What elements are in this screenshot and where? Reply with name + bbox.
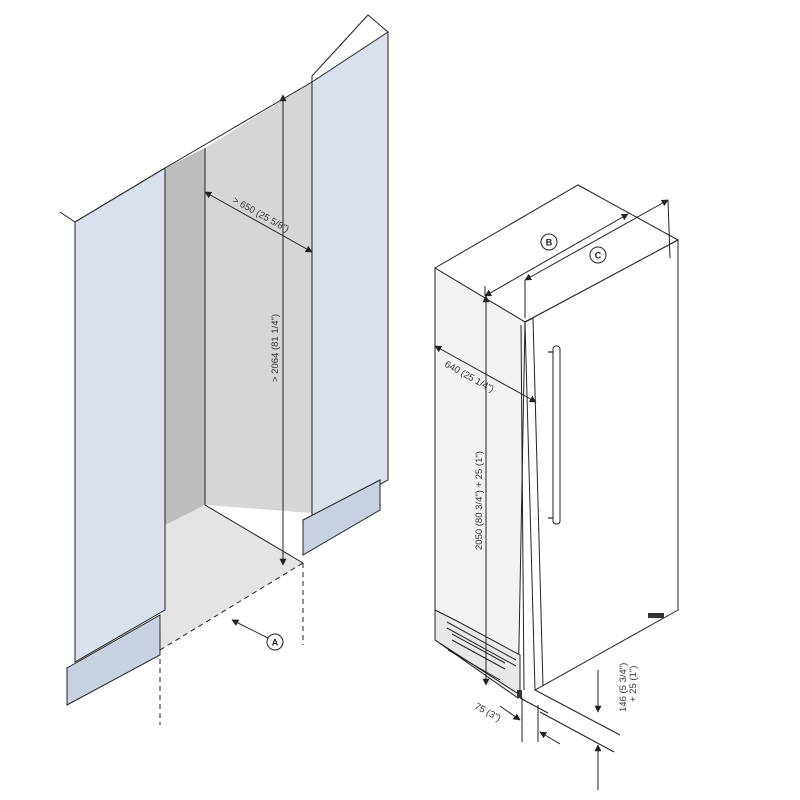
callout-c-circle bbox=[589, 246, 607, 264]
niche-floor bbox=[160, 505, 303, 650]
niche-width-dimension-line bbox=[204, 191, 313, 253]
niche-floor-line bbox=[204, 504, 304, 564]
height-label: 2050 (80 3/4") + 25 (1") bbox=[474, 451, 485, 550]
setback-label: 75 (3") bbox=[473, 701, 503, 724]
left-cabinet-top bbox=[59, 167, 166, 223]
callout-b-label: B bbox=[546, 238, 553, 248]
door-handle-icon bbox=[548, 345, 561, 525]
right-cabinet-plinth bbox=[302, 479, 381, 556]
callout-a-arrow bbox=[231, 619, 269, 639]
plinth-label-line2: + 25 (1") bbox=[628, 666, 639, 702]
door-top-edge bbox=[524, 317, 534, 323]
appliance-foot-left bbox=[517, 690, 522, 698]
plinth-extension-bottom bbox=[519, 697, 549, 714]
setback-arrow-left bbox=[499, 705, 521, 721]
plinth-label-line1: 146 (5 3/4") bbox=[618, 663, 629, 712]
right-cabinet-front bbox=[311, 31, 389, 521]
vent-grille-icon bbox=[446, 621, 517, 681]
depth-c-ext-right bbox=[667, 199, 671, 259]
appliance-plinth bbox=[434, 609, 521, 696]
niche-side-wall bbox=[165, 148, 205, 525]
left-cabinet-front bbox=[74, 167, 166, 663]
appliance-group: 640 (25 1/4") 2050 (80 3/4") + 25 (1") B… bbox=[434, 184, 680, 790]
plinth-extension-top bbox=[534, 689, 621, 736]
setback-arrow-right bbox=[539, 731, 561, 745]
niche-height-label: > 2064 (81 1/4") bbox=[270, 314, 281, 382]
callout-a-label: A bbox=[272, 638, 279, 648]
appliance-foot-right bbox=[648, 613, 664, 618]
callout-c-label: C bbox=[595, 251, 602, 261]
niche-group: > 650 (25 5/8") > 2064 (81 1/4") A bbox=[59, 14, 389, 725]
niche-back-wall bbox=[205, 82, 312, 513]
plinth-base-line bbox=[539, 711, 615, 753]
callout-a-circle bbox=[266, 633, 284, 651]
niche-top-edge bbox=[164, 81, 313, 169]
depth-c-dimension-line bbox=[524, 199, 669, 281]
guide-dashed-floor bbox=[159, 562, 304, 651]
right-cabinet-top bbox=[311, 14, 389, 82]
